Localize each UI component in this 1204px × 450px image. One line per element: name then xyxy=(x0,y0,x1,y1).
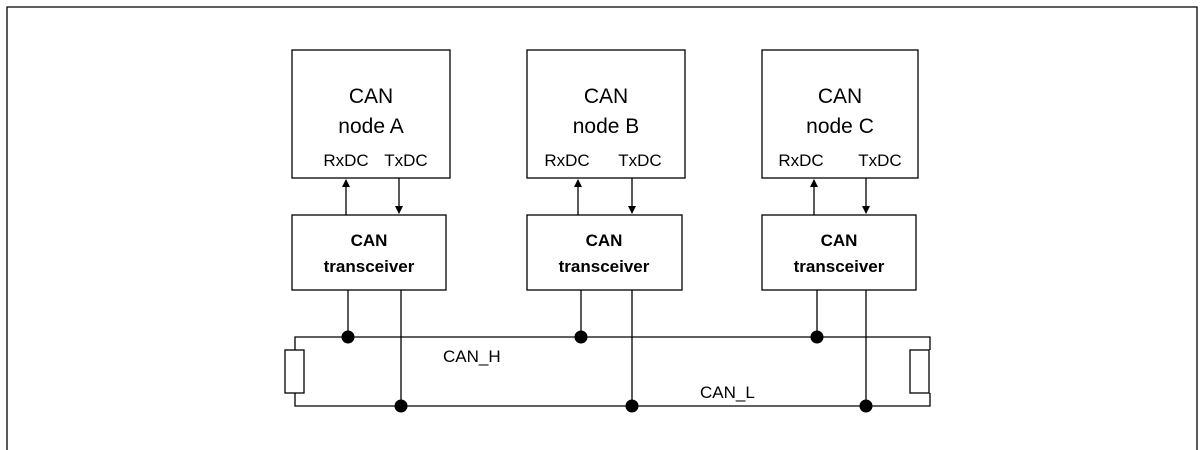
transceiver-c-label-line2: transceiver xyxy=(794,257,885,276)
node-b-rx-label: RxDC xyxy=(544,151,589,170)
node-a-tx-label: TxDC xyxy=(384,151,427,170)
node-b-group: CAN node B RxDC TxDC CAN transceiver xyxy=(526,49,686,403)
node-b-title-line2: node B xyxy=(573,115,640,138)
can-node-b-box xyxy=(526,49,686,179)
transceiver-b-label-line1: CAN xyxy=(586,231,623,250)
node-c-group: CAN node C RxDC TxDC CAN transceiver xyxy=(761,49,919,403)
node-b-tx-label: TxDC xyxy=(618,151,661,170)
can-h-label: CAN_H xyxy=(443,347,501,366)
can-bus: CAN_H CAN_L xyxy=(284,330,931,413)
transceiver-c-box xyxy=(761,214,917,291)
transceiver-a-label-line1: CAN xyxy=(351,231,388,250)
junction-dot xyxy=(394,399,408,413)
transceiver-c-label-line1: CAN xyxy=(821,231,858,250)
transceiver-b-box xyxy=(526,214,683,291)
node-c-tx-label: TxDC xyxy=(858,151,901,170)
transceiver-a-box xyxy=(291,214,447,291)
transceiver-a-label-line2: transceiver xyxy=(324,257,415,276)
termination-resistor-left xyxy=(284,349,305,394)
node-a-title-line2: node A xyxy=(338,115,403,138)
junction-dot xyxy=(574,330,588,344)
can-node-c-box xyxy=(761,49,919,179)
can-l-label: CAN_L xyxy=(700,383,755,402)
transceiver-b-label-line2: transceiver xyxy=(559,257,650,276)
junction-dot xyxy=(859,399,873,413)
node-c-title-line1: CAN xyxy=(818,85,862,108)
outer-frame xyxy=(6,6,1198,450)
node-c-rx-label: RxDC xyxy=(778,151,823,170)
can-l-line xyxy=(294,393,931,407)
node-a-rx-label: RxDC xyxy=(323,151,368,170)
junction-dot xyxy=(341,330,355,344)
junction-dot xyxy=(810,330,824,344)
junction-dot xyxy=(625,399,639,413)
node-a-title-line1: CAN xyxy=(349,85,393,108)
node-c-title-line2: node C xyxy=(806,115,874,138)
can-h-line xyxy=(294,336,931,350)
can-node-a-box xyxy=(291,49,451,179)
termination-resistor-right xyxy=(909,349,930,394)
node-b-title-line1: CAN xyxy=(584,85,628,108)
node-a-group: CAN node A RxDC TxDC CAN transceiver xyxy=(291,49,451,403)
